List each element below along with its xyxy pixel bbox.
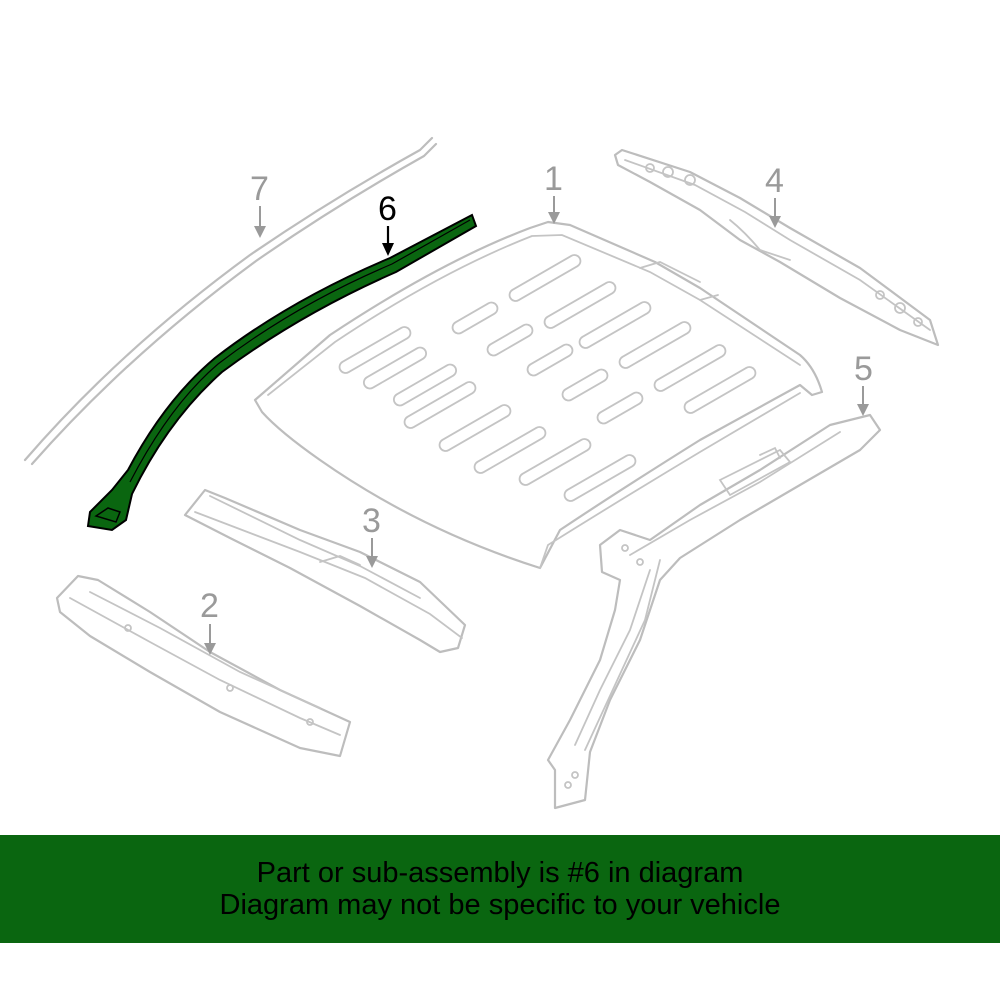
part-3-roof-bow[interactable] xyxy=(183,488,467,654)
callout-4: 4 xyxy=(765,162,784,228)
roof-slots xyxy=(338,254,757,502)
part-7-molding[interactable] xyxy=(23,136,438,466)
part-1-roof-panel[interactable] xyxy=(253,220,824,570)
callout-5: 5 xyxy=(854,350,873,416)
svg-text:7: 7 xyxy=(250,170,269,208)
callout-3: 3 xyxy=(362,502,381,568)
svg-text:2: 2 xyxy=(200,587,219,625)
banner-line-disclaimer: Diagram may not be specific to your vehi… xyxy=(219,889,781,921)
part-5-side-rail[interactable] xyxy=(546,413,882,810)
callout-6: 6 xyxy=(378,190,397,256)
part-4-rear-header[interactable] xyxy=(613,148,940,347)
banner-line-part: Part or sub-assembly is #6 in diagram xyxy=(256,857,744,889)
callout-2: 2 xyxy=(200,587,219,655)
info-banner: Part or sub-assembly is #6 in diagram Di… xyxy=(0,835,1000,943)
roof-parts-diagram: 1 2 3 4 5 6 7 xyxy=(23,136,940,810)
callout-1: 1 xyxy=(544,160,563,224)
svg-text:4: 4 xyxy=(765,162,784,200)
svg-text:1: 1 xyxy=(544,160,563,198)
callout-7: 7 xyxy=(250,170,269,238)
part-6-roof-rail[interactable] xyxy=(86,213,478,532)
svg-text:6: 6 xyxy=(378,190,397,228)
part-2-front-header[interactable] xyxy=(55,574,352,758)
svg-text:3: 3 xyxy=(362,502,381,540)
svg-text:5: 5 xyxy=(854,350,873,388)
